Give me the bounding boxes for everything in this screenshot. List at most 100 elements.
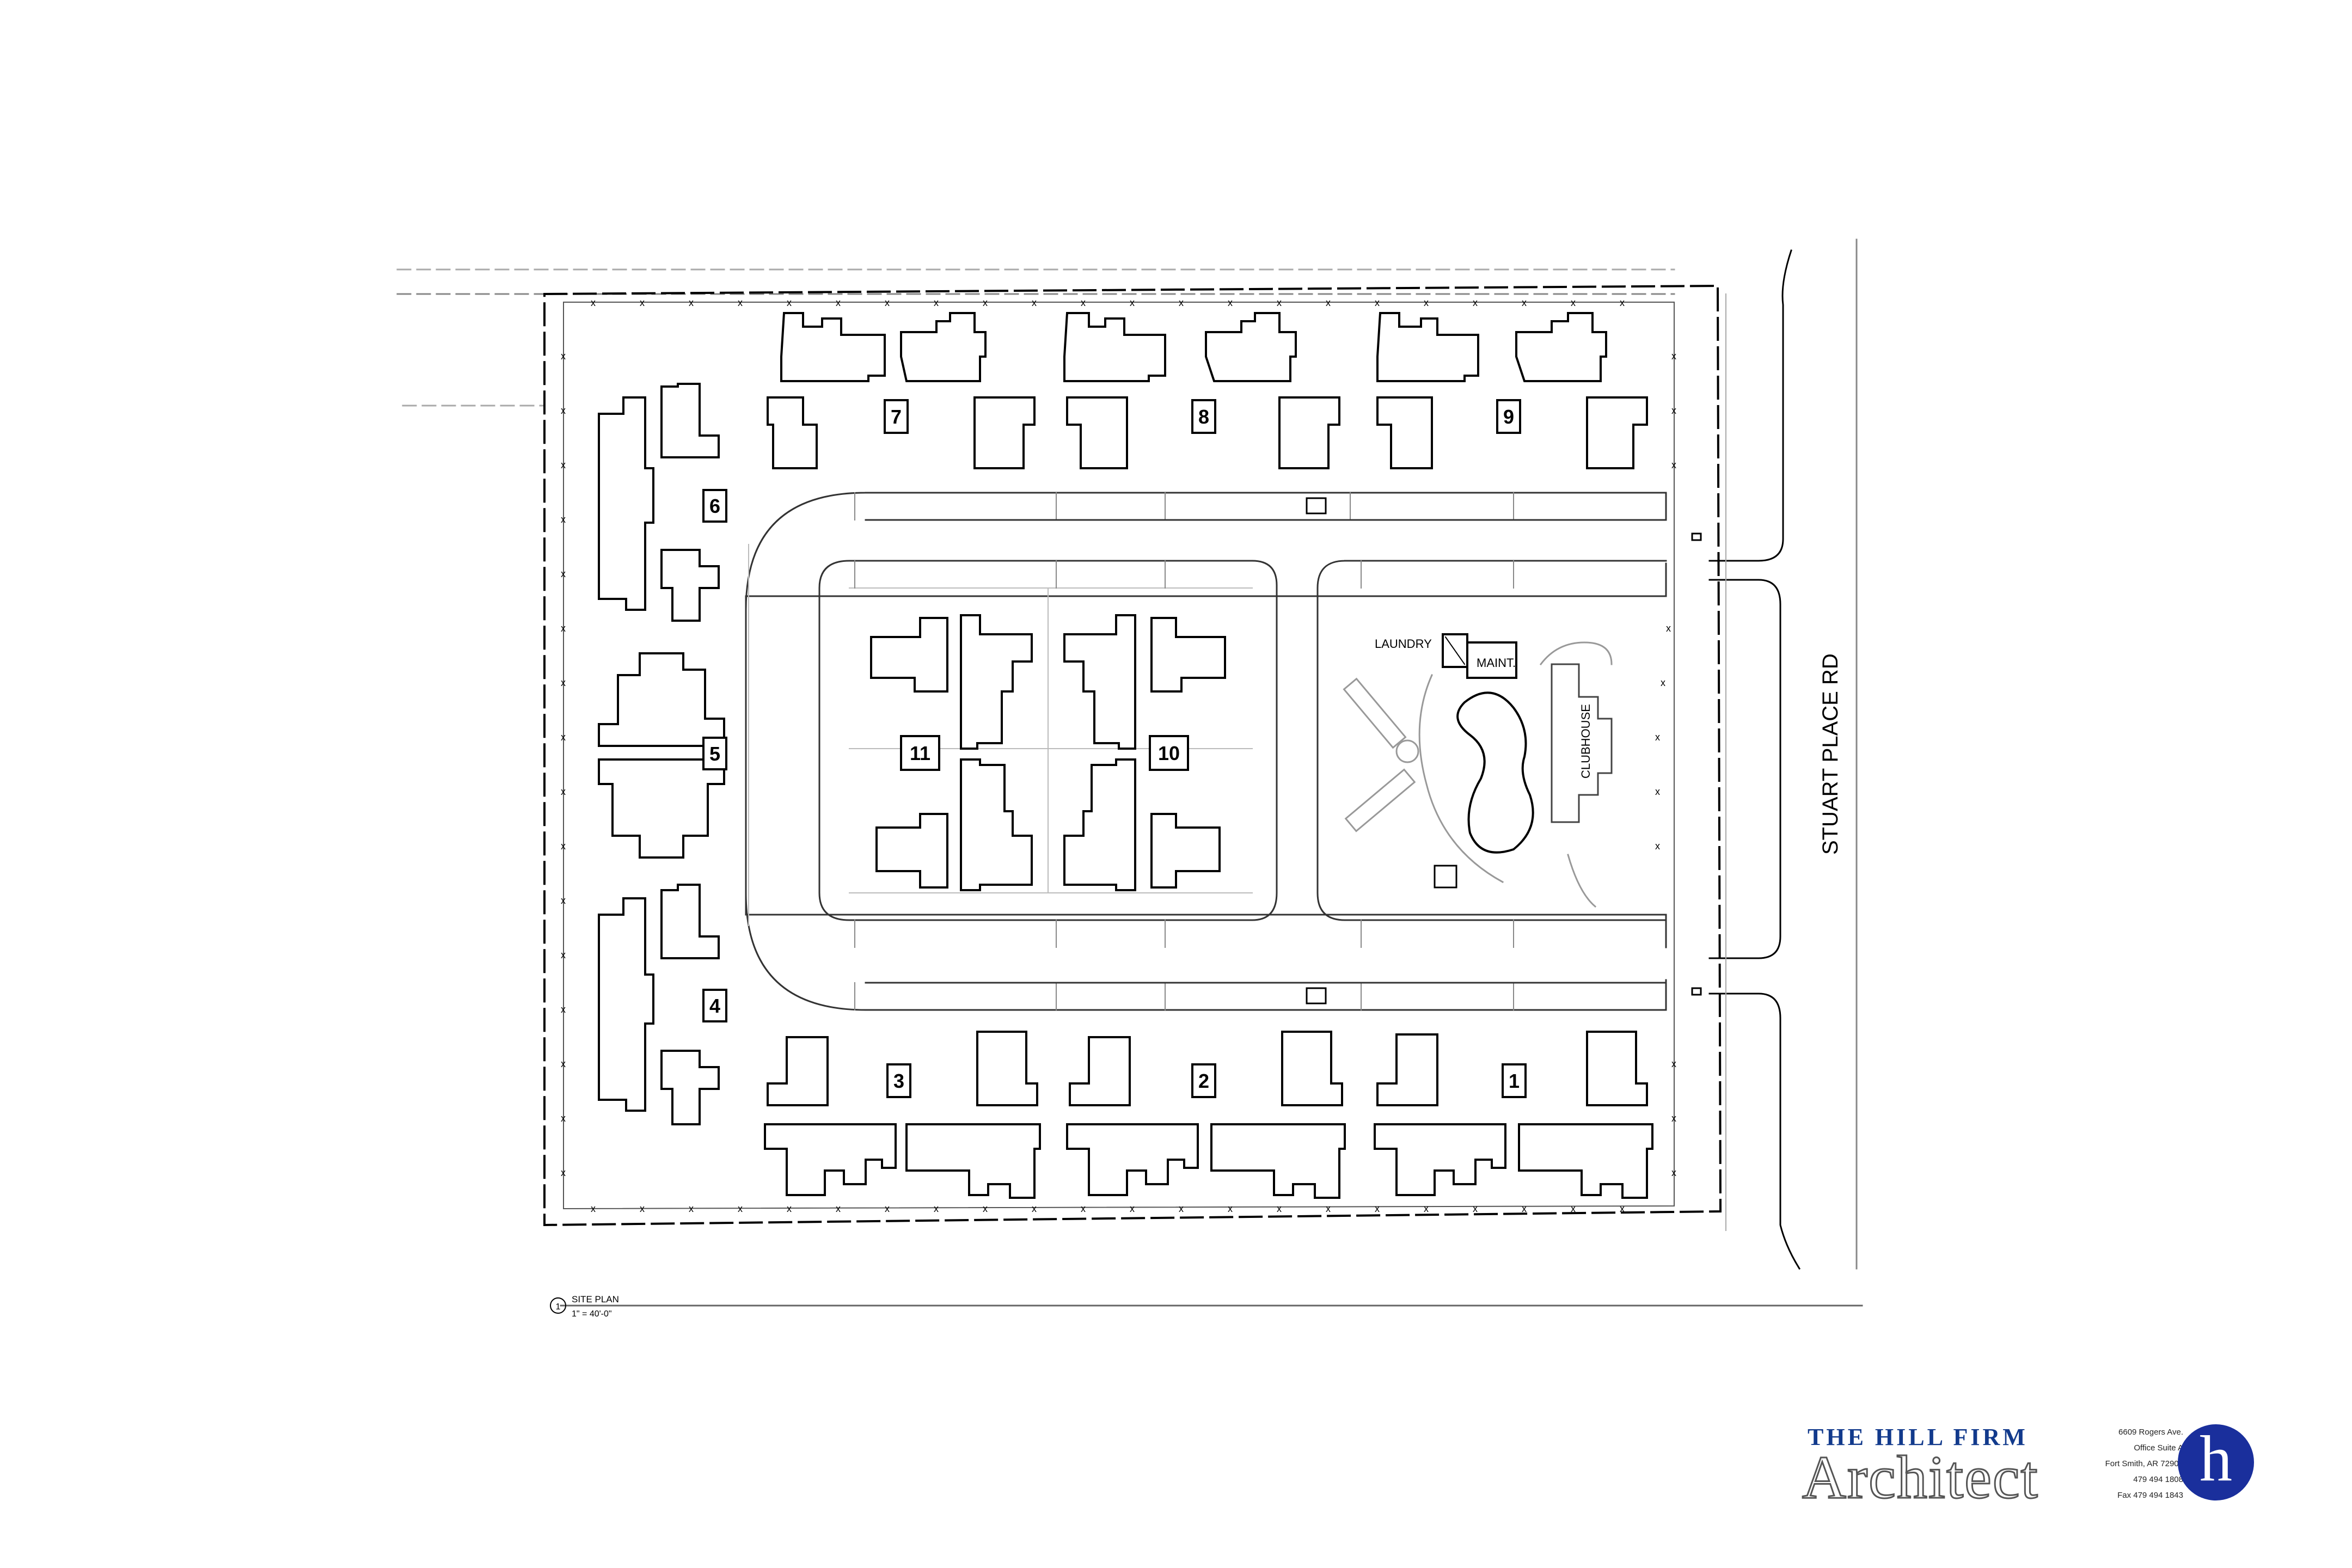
building-group-4	[598, 884, 720, 1125]
building-label-4: 4	[702, 989, 727, 1022]
entry-island	[1306, 987, 1327, 1004]
svg-text:x: x	[1130, 1203, 1135, 1214]
svg-text:x: x	[1081, 297, 1086, 308]
svg-text:x: x	[1179, 297, 1184, 308]
svg-text:x: x	[1473, 1203, 1478, 1214]
building-group-2	[1066, 1031, 1346, 1199]
svg-text:x: x	[1228, 297, 1233, 308]
svg-text:x: x	[1671, 460, 1676, 470]
building-number-10: 10	[1158, 742, 1180, 764]
gazebo-pads	[1343, 677, 1419, 832]
svg-text:x: x	[885, 1203, 890, 1214]
svg-text:x: x	[934, 297, 939, 308]
svg-text:x: x	[1032, 1203, 1037, 1214]
svg-text:x: x	[561, 786, 566, 797]
building-number-4: 4	[709, 995, 720, 1017]
building-label-2: 2	[1191, 1063, 1216, 1098]
building-group-9	[1376, 312, 1648, 469]
svg-text:x: x	[787, 1203, 792, 1214]
building-label-11: 11	[900, 735, 940, 771]
building-label-1: 1	[1502, 1063, 1527, 1098]
svg-text:x: x	[561, 1113, 566, 1124]
drive-aisle-inner	[1316, 560, 1667, 921]
building-number-6: 6	[709, 495, 720, 517]
svg-text:x: x	[689, 297, 694, 308]
svg-text:x: x	[1671, 351, 1676, 362]
svg-text:x: x	[1666, 623, 1671, 634]
building-group-1	[1374, 1031, 1653, 1199]
svg-text:x: x	[1081, 1203, 1086, 1214]
svg-text:x: x	[1326, 297, 1331, 308]
svg-text:x: x	[561, 514, 566, 525]
svg-text:x: x	[1375, 1203, 1380, 1214]
svg-text:x: x	[1661, 677, 1665, 688]
building-number-3: 3	[893, 1070, 904, 1092]
entry-island	[1306, 497, 1327, 514]
svg-text:x: x	[561, 1058, 566, 1069]
svg-text:x: x	[1277, 1203, 1282, 1214]
view-scale: 1" = 40'-0"	[572, 1309, 612, 1319]
svg-text:x: x	[983, 1203, 988, 1214]
svg-text:x: x	[561, 950, 566, 960]
svg-text:x: x	[1671, 1113, 1676, 1124]
title-block: THE HILL FIRM Architect 6609 Rogers Ave.…	[1797, 1416, 2265, 1514]
building-number-11: 11	[910, 742, 930, 764]
svg-text:x: x	[1179, 1203, 1184, 1214]
building-labels: 7 8 9 6 5 4 11 10 3 2 1	[702, 399, 1527, 1098]
firm-architect-wordmark: Architect	[1802, 1444, 2039, 1511]
road-edge	[1708, 993, 1801, 1270]
building-group-8	[1063, 312, 1340, 469]
svg-text:x: x	[561, 841, 566, 852]
svg-text:x: x	[983, 297, 988, 308]
maint-label: MAINT.	[1477, 656, 1516, 670]
gate	[1691, 532, 1702, 541]
drive-aisle-inner	[818, 560, 1278, 921]
road-edge	[1708, 249, 1792, 562]
svg-text:x: x	[1228, 1203, 1233, 1214]
svg-text:x: x	[561, 460, 566, 470]
svg-text:x: x	[1671, 1058, 1676, 1069]
svg-text:x: x	[885, 297, 890, 308]
svg-text:x: x	[591, 297, 596, 308]
laundry-label: LAUNDRY	[1375, 637, 1432, 651]
road-label: STUART PLACE RD	[1818, 653, 1842, 855]
svg-text:x: x	[1326, 1203, 1331, 1214]
svg-text:x: x	[1571, 1203, 1576, 1214]
building-label-7: 7	[884, 399, 909, 434]
building-number-7: 7	[891, 406, 902, 428]
svg-text:x: x	[1671, 1167, 1676, 1178]
svg-text:x: x	[1522, 1203, 1527, 1214]
svg-text:x: x	[1655, 786, 1660, 797]
svg-text:x: x	[591, 1203, 596, 1214]
view-number: 1	[556, 1302, 561, 1312]
svg-text:x: x	[561, 405, 566, 416]
building-label-9: 9	[1496, 399, 1521, 434]
svg-text:x: x	[561, 732, 566, 743]
walkway	[1539, 641, 1613, 908]
address-line-3: Fort Smith, AR 72903	[2105, 1459, 2183, 1468]
clubhouse-building	[1551, 663, 1613, 823]
svg-text:x: x	[1277, 297, 1282, 308]
svg-text:x: x	[836, 1203, 841, 1214]
svg-text:x: x	[1620, 297, 1625, 308]
building-group-6	[598, 383, 720, 622]
svg-text:x: x	[561, 677, 566, 688]
building-group-11	[870, 614, 1033, 891]
svg-text:x: x	[934, 1203, 939, 1214]
svg-text:x: x	[1655, 841, 1660, 852]
building-label-8: 8	[1191, 399, 1216, 434]
svg-text:x: x	[1032, 297, 1037, 308]
svg-text:x: x	[738, 1203, 743, 1214]
view-number-circle	[550, 1297, 566, 1314]
view-title: SITE PLAN	[572, 1294, 619, 1304]
building-label-6: 6	[702, 489, 727, 523]
pavilion	[1434, 865, 1457, 889]
svg-text:x: x	[1620, 1203, 1625, 1214]
svg-text:x: x	[561, 623, 566, 634]
drive-aisle-outer	[745, 492, 1667, 1011]
building-label-3: 3	[886, 1063, 911, 1098]
svg-text:x: x	[738, 297, 743, 308]
building-group-10	[1063, 614, 1226, 891]
svg-text:x: x	[561, 351, 566, 362]
